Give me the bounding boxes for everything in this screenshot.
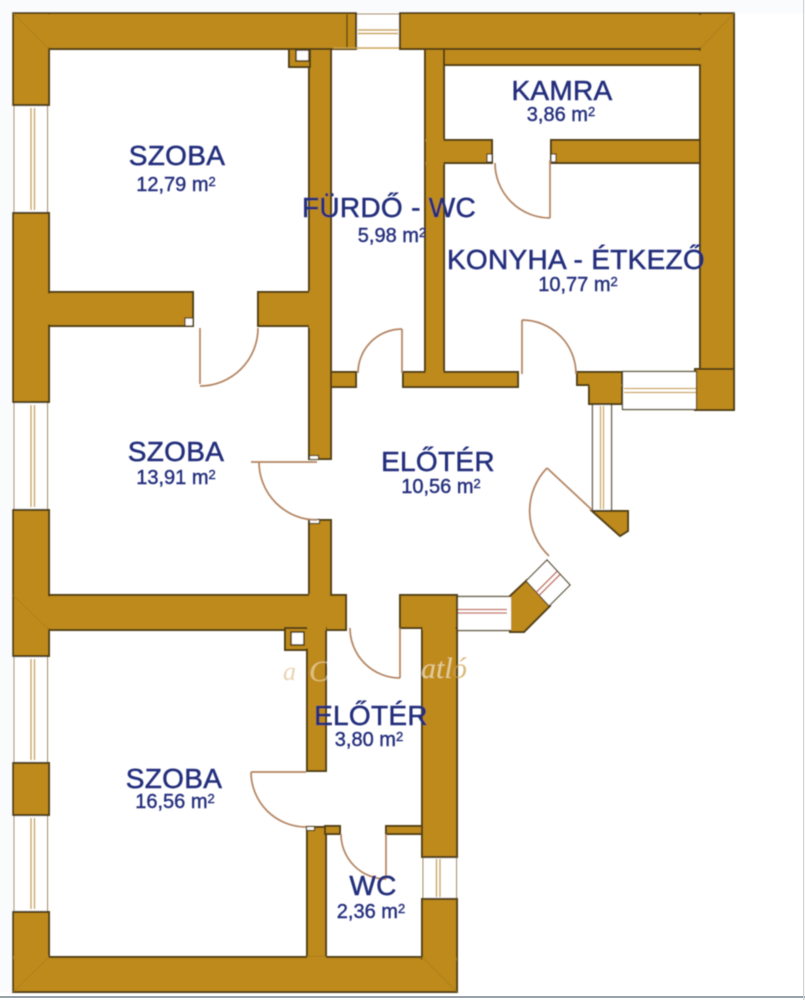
svg-text:3,80 m2: 3,80 m2 [335, 729, 403, 751]
svg-text:a: a [283, 657, 296, 686]
svg-text:ó: ó [452, 652, 467, 685]
svg-text:SZOBA: SZOBA [128, 436, 224, 467]
svg-text:KAMRA: KAMRA [511, 75, 612, 106]
svg-text:12,79 m2: 12,79 m2 [136, 174, 216, 196]
svg-text:5,98 m2: 5,98 m2 [358, 225, 426, 247]
svg-text:SZOBA: SZOBA [129, 140, 225, 171]
svg-text:ELŐTÉR: ELŐTÉR [381, 446, 495, 477]
svg-text:ELŐTÉR: ELŐTÉR [314, 700, 428, 731]
svg-text:10,56 m2: 10,56 m2 [401, 476, 481, 498]
svg-text:SZOBA: SZOBA [126, 763, 222, 794]
svg-text:WC: WC [349, 870, 396, 901]
svg-text:atl: atl [421, 652, 453, 685]
svg-text:KONYHA - ÉTKEZŐ: KONYHA - ÉTKEZŐ [447, 244, 705, 275]
svg-text:13,91 m2: 13,91 m2 [136, 467, 216, 489]
svg-text:2,36 m2: 2,36 m2 [337, 901, 405, 923]
svg-text:10,77 m2: 10,77 m2 [538, 274, 618, 296]
svg-text:16,56 m2: 16,56 m2 [135, 791, 215, 813]
svg-text:3,86 m2: 3,86 m2 [527, 104, 595, 126]
svg-text:FÜRDŐ - WC: FÜRDŐ - WC [302, 192, 476, 223]
svg-text:C: C [309, 655, 330, 688]
